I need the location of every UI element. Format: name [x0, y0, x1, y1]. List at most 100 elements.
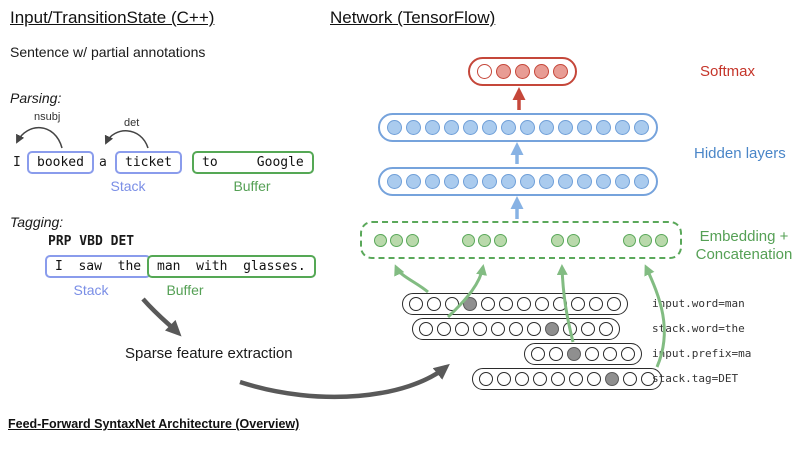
unit-circle: [527, 322, 541, 336]
unit-circle: [571, 297, 585, 311]
hidden-layer-2: [378, 167, 658, 196]
unit-circle: [491, 322, 505, 336]
unit-circle: [481, 297, 495, 311]
unit-circle: [603, 347, 617, 361]
unit-circle: [444, 120, 459, 135]
feature-vector-stack-word: [412, 318, 620, 340]
embedding-label-line2: Concatenation: [695, 246, 793, 263]
unit-circle: [501, 120, 516, 135]
softmax-label: Softmax: [700, 63, 756, 80]
unit-circle: [621, 347, 635, 361]
unit-circle: [585, 347, 599, 361]
hidden-layer-1: [378, 113, 658, 142]
softmax-layer: [468, 57, 577, 86]
embedding-label: Embedding + Concatenation: [688, 228, 800, 264]
embedding-group: [462, 233, 508, 247]
unit-circle: [425, 174, 440, 189]
active-unit-circle: [463, 297, 477, 311]
unit-circle: [409, 297, 423, 311]
unit-circle: [577, 120, 592, 135]
unit-circle: [539, 174, 554, 189]
det-arc: [104, 130, 149, 149]
unit-circle: [390, 233, 403, 247]
parse-buffer-box: to Google: [192, 151, 314, 174]
arc-label-nsubj: nsubj: [34, 111, 61, 123]
unit-circle: [406, 120, 421, 135]
feature-vector-stack-tag: [472, 368, 662, 390]
unit-circle: [455, 322, 469, 336]
unit-circle: [387, 174, 402, 189]
tagging-to-sparse-arrow: [141, 297, 182, 337]
active-unit-circle: [567, 347, 581, 361]
parse-stack-label: Stack: [110, 178, 146, 194]
unit-circle: [549, 347, 563, 361]
unit-circle: [615, 174, 630, 189]
unit-circle: [553, 297, 567, 311]
feature-label-input-word: input.word=man: [652, 297, 745, 310]
feature-label-stack-word: stack.word=the: [652, 322, 745, 335]
unit-circle: [463, 174, 478, 189]
feature-label-input-prefix: input.prefix=ma: [652, 347, 752, 360]
parse-stack-word-ticket: ticket: [115, 151, 182, 174]
unit-circle: [589, 297, 603, 311]
unit-circle: [482, 174, 497, 189]
unit-circle: [587, 372, 601, 386]
unit-circle: [558, 120, 573, 135]
unit-circle: [473, 322, 487, 336]
unit-circle: [581, 322, 595, 336]
embedding-group: [374, 233, 419, 247]
left-subtitle: Sentence w/ partial annotations: [10, 44, 206, 60]
unit-circle: [437, 322, 451, 336]
unit-circle: [566, 233, 580, 247]
unit-circle: [539, 120, 554, 135]
unit-circle: [462, 233, 476, 247]
unit-circle: [445, 297, 459, 311]
pos-tags: PRP VBD DET: [48, 234, 135, 249]
unit-circle: [596, 120, 611, 135]
unit-circle: [596, 174, 611, 189]
parse-stack-word-booked: booked: [27, 151, 94, 174]
unit-circle: [551, 372, 565, 386]
tagging-heading: Tagging:: [10, 214, 64, 230]
parsing-heading: Parsing:: [10, 90, 62, 106]
active-unit-circle: [605, 372, 619, 386]
tagging-buffer-box: man with glasses.: [147, 255, 316, 278]
unit-circle: [515, 372, 529, 386]
embedding-group: [622, 233, 668, 247]
unit-circle: [520, 174, 535, 189]
unit-circle: [478, 233, 492, 247]
unit-circle: [406, 233, 419, 247]
unit-circle: [427, 297, 441, 311]
unit-circle: [406, 174, 421, 189]
tagging-stack-box: I saw the: [45, 255, 152, 278]
tagging-stack-label: Stack: [73, 282, 109, 298]
parse-word-a: a: [99, 155, 107, 170]
unit-circle: [425, 120, 440, 135]
feature-label-stack-tag: stack.tag=DET: [652, 372, 739, 385]
unit-circle: [623, 372, 637, 386]
feature-vector-input-prefix: [524, 343, 642, 365]
unit-circle: [499, 297, 513, 311]
unit-circle: [615, 120, 630, 135]
unit-circle: [634, 120, 649, 135]
unit-circle: [482, 120, 497, 135]
unit-circle: [533, 372, 547, 386]
unit-circle: [520, 120, 535, 135]
feature-vector-input-word: [402, 293, 628, 315]
unit-circle: [622, 233, 636, 247]
unit-circle: [599, 322, 613, 336]
feature1-to-embedding-arrow: [394, 264, 429, 294]
unit-circle: [419, 322, 433, 336]
unit-circle: [387, 120, 402, 135]
nsubj-arc: [16, 126, 63, 149]
embedding-label-line1: Embedding +: [699, 228, 789, 245]
unit-circle: [607, 297, 621, 311]
unit-circle: [569, 372, 583, 386]
unit-circle: [563, 322, 577, 336]
unit-circle: [638, 233, 652, 247]
active-unit-circle: [496, 64, 511, 79]
active-unit-circle: [545, 322, 559, 336]
sparse-to-features-arrow: [239, 363, 450, 400]
hidden-layers-label: Hidden layers: [694, 145, 786, 162]
